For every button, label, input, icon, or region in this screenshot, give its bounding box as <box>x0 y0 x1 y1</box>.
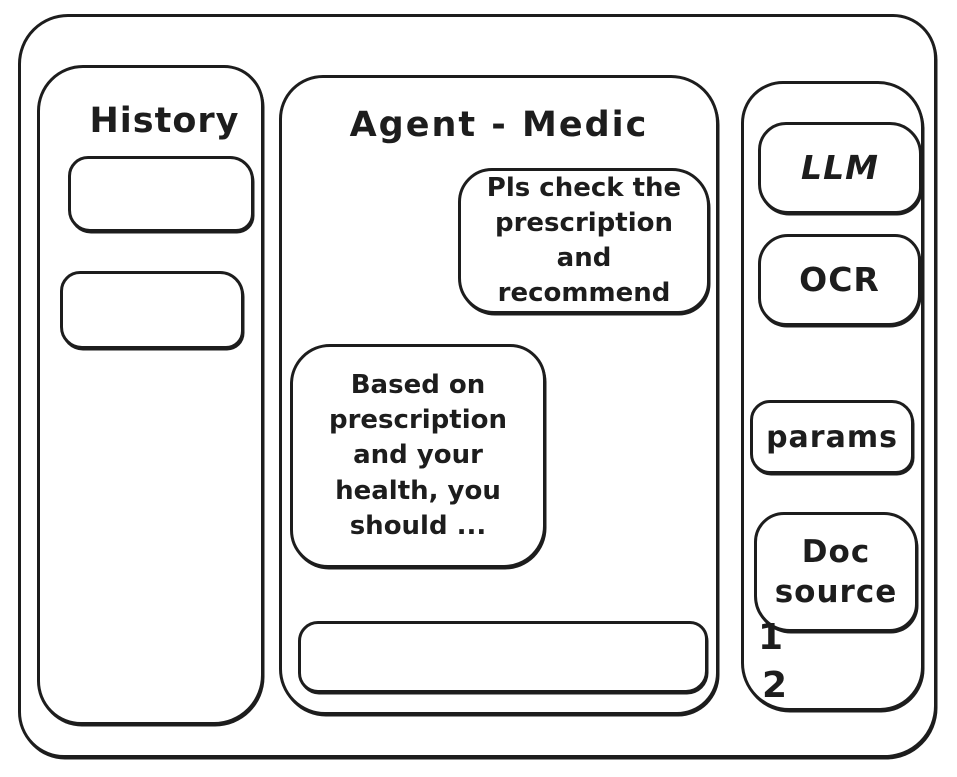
history-panel: History <box>37 65 264 725</box>
assistant-message-bubble: Based on prescription and your health, y… <box>290 344 546 568</box>
chat-panel: Agent - Medic Pls check the prescription… <box>279 75 719 715</box>
doc-source-button[interactable]: Doc source <box>754 512 918 632</box>
doc-source-item-1[interactable]: 1 <box>758 617 784 658</box>
history-item[interactable] <box>60 271 244 349</box>
ocr-button[interactable]: OCR <box>758 234 921 326</box>
user-message-bubble: Pls check the prescription and recommend <box>458 168 710 314</box>
history-title: History <box>89 101 240 141</box>
history-item[interactable] <box>68 156 254 232</box>
params-button[interactable]: params <box>750 400 914 474</box>
app-window: History Agent - Medic Pls check the pres… <box>18 14 937 758</box>
tools-panel: LLM OCR params Doc source 1 2 <box>741 81 924 711</box>
chat-title: Agent - Medic <box>349 105 649 145</box>
message-input[interactable] <box>298 621 708 693</box>
llm-button[interactable]: LLM <box>758 122 922 214</box>
doc-source-item-2[interactable]: 2 <box>762 665 788 706</box>
